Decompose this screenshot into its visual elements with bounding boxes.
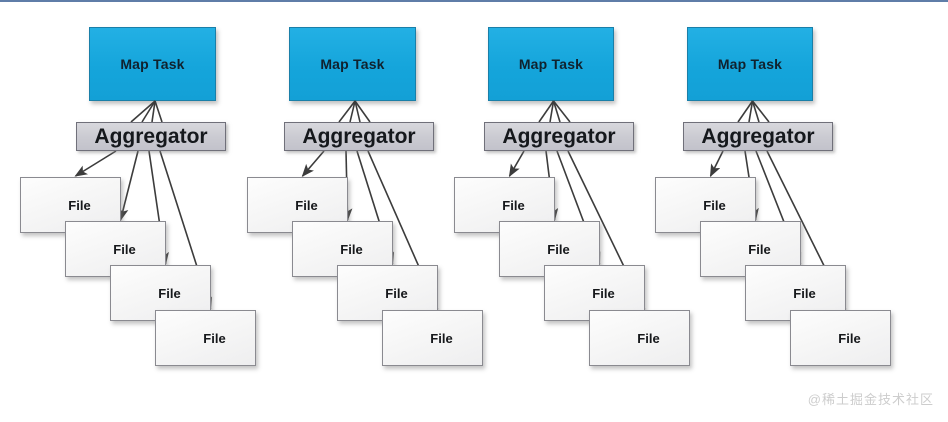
top-rule-divider	[0, 0, 948, 2]
aggregator-box: Aggregator	[484, 122, 634, 151]
aggregator-to-maptask-line-0	[737, 100, 754, 123]
file-label: File	[547, 242, 570, 258]
aggregator-to-maptask-line-0	[130, 100, 156, 123]
aggregator-box: Aggregator	[683, 122, 833, 151]
aggregator-to-maptask-line-2	[552, 100, 561, 123]
aggregator-to-maptask-line-2	[751, 100, 760, 123]
map-task-label: Map Task	[717, 56, 783, 72]
file-label: File	[703, 198, 726, 214]
aggregator-to-maptask-line-1	[549, 100, 555, 123]
file-label: File	[68, 198, 91, 214]
aggregator-label: Aggregator	[701, 125, 815, 148]
file-label: File	[203, 331, 226, 347]
aggregator-to-maptask-line-2	[354, 100, 361, 123]
map-task-box: Map Task	[687, 27, 813, 101]
aggregator-to-file-arrow-0	[709, 150, 724, 178]
file-label: File	[295, 198, 318, 214]
file-label: File	[637, 331, 660, 347]
aggregator-box: Aggregator	[76, 122, 226, 151]
file-box: File	[589, 310, 690, 366]
file-box: File	[382, 310, 483, 366]
aggregator-to-maptask-line-1	[748, 100, 754, 123]
aggregator-box: Aggregator	[284, 122, 434, 151]
aggregator-to-maptask-line-3	[354, 100, 371, 123]
aggregator-label: Aggregator	[302, 125, 416, 148]
watermark-text: @稀土掘金技术社区	[807, 392, 934, 407]
file-box: File	[155, 310, 256, 366]
aggregator-to-file-arrow-0	[74, 150, 117, 177]
file-label: File	[340, 242, 363, 258]
file-label: File	[748, 242, 771, 258]
file-label: File	[838, 331, 861, 347]
file-label: File	[502, 198, 525, 214]
file-label: File	[385, 286, 408, 302]
aggregator-label: Aggregator	[502, 125, 616, 148]
aggregator-to-maptask-line-0	[338, 100, 356, 123]
aggregator-to-maptask-line-1	[349, 100, 356, 123]
file-label: File	[158, 286, 181, 302]
file-box: File	[790, 310, 891, 366]
map-task-box: Map Task	[289, 27, 416, 101]
aggregator-to-file-arrow-0	[508, 150, 525, 178]
aggregator-to-maptask-line-3	[751, 100, 770, 123]
file-label: File	[793, 286, 816, 302]
aggregator-to-file-arrow-0	[301, 150, 325, 177]
file-label: File	[592, 286, 615, 302]
aggregator-label: Aggregator	[94, 125, 208, 148]
aggregator-to-maptask-line-0	[538, 100, 555, 123]
map-task-label: Map Task	[320, 56, 385, 72]
aggregator-to-file-arrow-1	[118, 150, 139, 222]
aggregator-to-maptask-line-3	[552, 100, 571, 123]
aggregator-to-maptask-line-3	[154, 100, 163, 123]
aggregator-to-maptask-line-2	[151, 100, 156, 123]
map-task-label: Map Task	[518, 56, 584, 72]
map-task-box: Map Task	[89, 27, 216, 101]
map-task-box: Map Task	[488, 27, 614, 101]
file-label: File	[430, 331, 453, 347]
aggregator-to-maptask-line-1	[141, 100, 156, 123]
map-task-label: Map Task	[120, 56, 185, 72]
file-label: File	[113, 242, 136, 258]
